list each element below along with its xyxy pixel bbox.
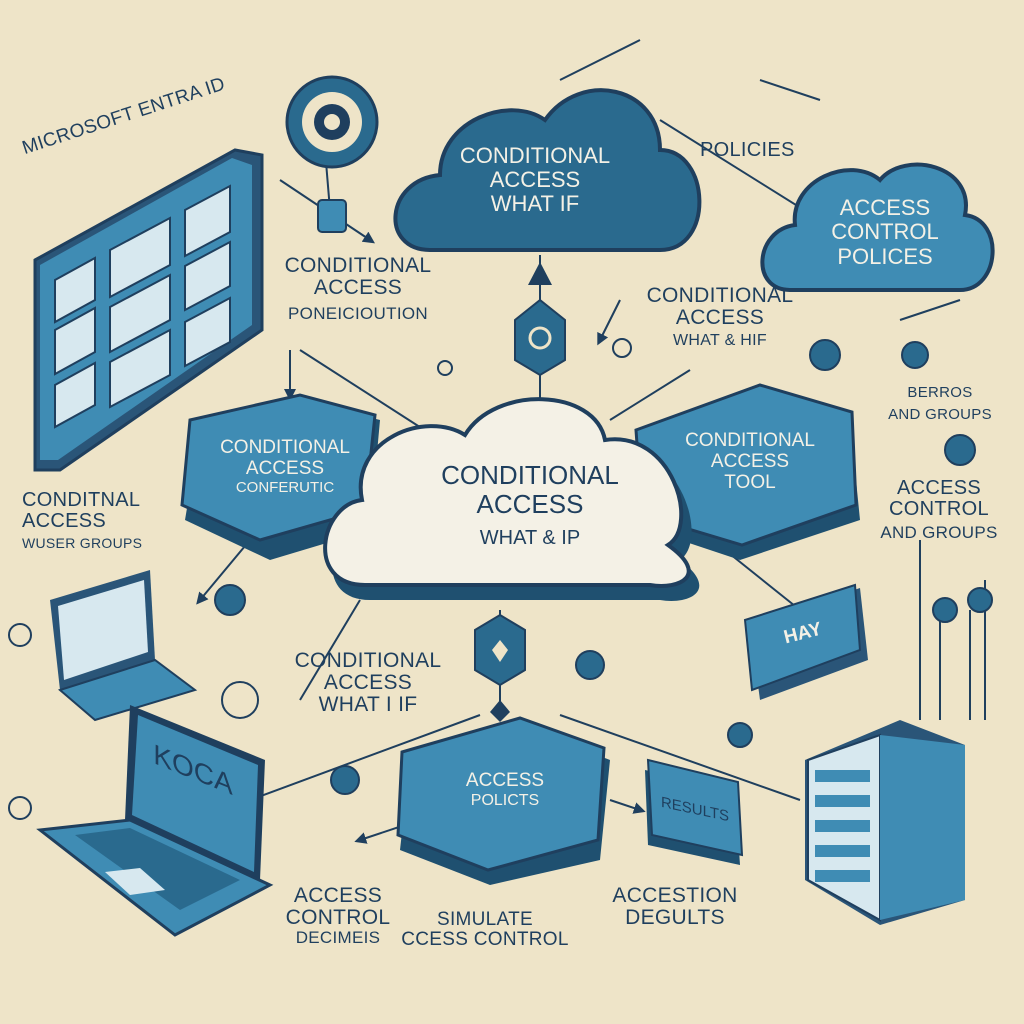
right-small-line-2: AND GROUPS <box>888 405 992 423</box>
center-cloud-line-2: ACCESS <box>476 489 584 519</box>
server-rack <box>805 720 965 925</box>
right-cloud-label: ACCESS CONTROL POLICES <box>770 180 1000 285</box>
center-cloud-label: CONDITIONAL ACCESS WHAT & IP <box>395 445 665 565</box>
center-low-label: CONDITIONAL ACCESS WHAT I IF <box>268 649 468 717</box>
upper-left-line-2: ACCESS <box>313 276 403 300</box>
upper-right-label: CONDITIONAL ACCESS WHAT & HIF <box>625 284 815 350</box>
upper-right-line-3: WHAT & HIF <box>673 332 767 350</box>
left-mid-label: CONDITNAL ACCESS WUSER GROUPS <box>22 490 202 551</box>
bottom-left-label: ACCESS CONTROL DECIMEIS <box>268 884 408 948</box>
center-low-line-2: ACCESS <box>323 671 413 695</box>
left-node-line-3: CONFERUTIC <box>235 479 335 497</box>
results-card-text: RESULTS <box>660 793 730 825</box>
bottom-right-line-1: ACCESTION <box>612 884 738 907</box>
right-node-line-2: ACCESS <box>710 451 790 473</box>
right-cloud-line-2: CONTROL <box>831 219 939 245</box>
upper-left-line-1: CONDITIONAL <box>284 254 432 277</box>
center-cloud-line-1: CONDITIONAL <box>441 460 619 491</box>
left-node-line-2: ACCESS <box>245 458 325 480</box>
bottom-center-line-1: SIMULATE <box>436 909 533 930</box>
right-node-line-3: TOOL <box>724 471 776 493</box>
key-device-icon <box>317 199 347 233</box>
left-node-line-1: CONDITIONAL <box>220 437 350 459</box>
center-cloud-line-3: WHAT & IP <box>479 526 581 549</box>
way-tag-text: HAY <box>781 618 824 648</box>
right-mid-line-2: CONTROL <box>889 498 989 520</box>
target-icon <box>285 75 379 169</box>
top-cloud-line-1: CONDITIONAL <box>459 142 611 168</box>
small-icons <box>8 338 632 820</box>
way-tag-shape <box>743 583 868 700</box>
laptop-small <box>50 570 198 722</box>
top-cloud <box>393 88 702 252</box>
right-node-label: CONDITIONAL ACCESS TOOL <box>650 415 850 510</box>
laptop-large <box>36 705 274 937</box>
bottom-right-line-2: DEGULTS <box>625 906 725 930</box>
top-cloud-line-3: WHAT IF <box>490 191 580 217</box>
bottom-center-label: SIMULATE CCESS CONTROL <box>385 910 585 950</box>
bottom-node-shape <box>396 716 610 885</box>
center-low-line-1: CONDITIONAL <box>294 649 442 672</box>
diamond-shield-icon <box>474 613 526 722</box>
right-small-line-1: BERROS <box>907 384 973 401</box>
right-small-label: BERROS AND GROUPS <box>865 385 1015 423</box>
left-node-label: CONDITIONAL ACCESS CONFERUTIC <box>195 420 375 515</box>
right-cloud <box>760 162 995 292</box>
upper-right-line-1: CONDITIONAL <box>646 284 794 307</box>
gear-icons <box>214 339 993 795</box>
top-cloud-label: CONDITIONAL ACCESS WHAT IF <box>405 120 665 240</box>
center-cloud <box>323 397 700 601</box>
upper-left-line-3: PONEICIOUTION <box>288 304 428 324</box>
right-mid-line-1: ACCESS <box>896 477 982 499</box>
center-low-line-3: WHAT I IF <box>318 693 418 717</box>
upper-left-label: CONDITIONAL ACCESS PONEICIOUTION <box>258 254 458 324</box>
bottom-node-line-2: POLICTS <box>470 791 540 809</box>
right-node-line-1: CONDITIONAL <box>685 430 815 452</box>
bottom-node-line-1: ACCESS <box>465 769 545 791</box>
left-mid-line-3: WUSER GROUPS <box>22 535 143 551</box>
bottom-node-label: ACCESS POLICTS <box>410 745 600 835</box>
top-cloud-line-2: ACCESS <box>489 166 581 192</box>
right-cloud-line-1: ACCESS <box>839 195 931 221</box>
policies-label: POLICIES <box>700 139 795 161</box>
right-cloud-line-3: POLICES <box>837 243 933 269</box>
right-mid-line-3: AND GROUPS <box>880 523 998 542</box>
diamond-lock-icon <box>514 262 566 377</box>
right-mid-label: ACCESS CONTROL AND GROUPS <box>858 478 1020 542</box>
bottom-right-label: ACCESTION DEGULTS <box>600 884 750 930</box>
results-card-shape <box>645 758 744 865</box>
upper-right-line-2: ACCESS <box>675 306 765 330</box>
right-node-shape <box>634 383 860 560</box>
bottom-left-line-3: DECIMEIS <box>295 928 381 948</box>
bottom-center-line-2: CCESS CONTROL <box>401 928 569 950</box>
tablet-panel <box>33 148 264 472</box>
left-mid-line-1: CONDITNAL <box>22 489 141 511</box>
bottom-left-line-1: ACCESS <box>293 884 383 907</box>
bottom-left-line-2: CONTROL <box>285 906 391 930</box>
left-mid-line-2: ACCESS <box>22 510 107 532</box>
